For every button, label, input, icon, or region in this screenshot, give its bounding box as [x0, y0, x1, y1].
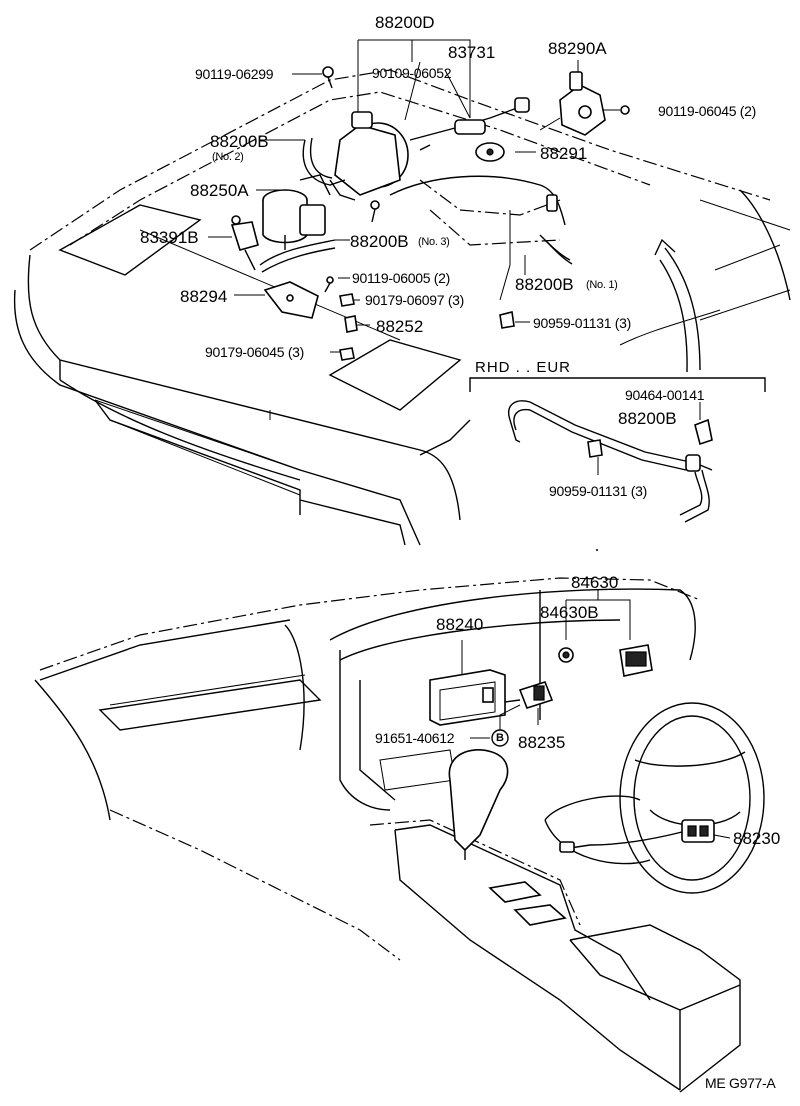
label-88235: 88235 — [518, 733, 566, 752]
hose-88200B-no2 — [302, 137, 346, 186]
label-90179-06097: 90179-06097 (3) — [365, 292, 465, 308]
inset-frame — [469, 377, 766, 392]
switch-83391B — [230, 215, 259, 271]
label-90109-06052: 90109-06052 — [372, 65, 452, 81]
actuator-assembly — [322, 66, 409, 201]
label-88200B-no3: 88200B — [350, 232, 409, 251]
label-91651-40612: 91651-40612 — [375, 730, 455, 746]
part-88291 — [475, 142, 505, 162]
label-88200B-no2: 88200B — [210, 132, 269, 151]
inset-arrow — [654, 238, 701, 373]
bracket-88294 — [263, 276, 334, 319]
label-88250A: 88250A — [190, 181, 249, 200]
clip-91651 — [470, 704, 521, 747]
steering-wheel — [544, 702, 765, 894]
label-88200B-inset: 88200B — [618, 409, 677, 428]
label-84630: 84630 — [571, 573, 619, 592]
label-90119-06005: 90119-06005 (2) — [352, 270, 450, 286]
leader-lines-top — [208, 39, 620, 353]
label-88200D: 88200D — [375, 13, 435, 32]
hose-88200B-no3 — [259, 239, 336, 273]
label-84630B: 84630B — [540, 603, 599, 622]
computer-88240 — [429, 640, 506, 726]
label-83731: 83731 — [448, 43, 496, 62]
label-88294: 88294 — [180, 287, 228, 306]
pump-88250A — [262, 174, 331, 250]
label-88291: 88291 — [540, 144, 588, 163]
footer-code: ME G977-A — [705, 1075, 776, 1091]
sensor-88235 — [504, 681, 554, 725]
label-90959-01131-inset: 90959-01131 (3) — [549, 483, 647, 499]
label-88290A: 88290A — [548, 39, 607, 58]
bracket-88290A — [539, 71, 630, 136]
car-front-body — [13, 69, 791, 546]
label-88230: 88230 — [733, 829, 781, 848]
label-83391B: 83391B — [140, 228, 199, 247]
center-console — [394, 749, 741, 1093]
label-no3: (No. 3) — [418, 236, 450, 248]
main-cable — [389, 175, 573, 265]
label-90119-06045: 90119-06045 (2) — [658, 103, 756, 119]
dashboard-body — [34, 577, 701, 961]
inset-parts — [508, 400, 713, 523]
inset-title: RHD . . EUR — [475, 359, 572, 376]
label-90119-06299: 90119-06299 — [195, 66, 274, 82]
switch-84630 — [558, 590, 653, 677]
cruise-switch-88230 — [559, 819, 731, 853]
label-88240: 88240 — [436, 615, 484, 634]
label-88200B-no1: 88200B — [515, 275, 574, 294]
label-no1: (No. 1) — [586, 279, 618, 291]
label-90464-00141: 90464-00141 — [625, 387, 705, 403]
label-88252: 88252 — [376, 317, 424, 336]
label-90959-01131-main: 90959-01131 (3) — [533, 315, 631, 331]
label-90179-06045: 90179-06045 (3) — [205, 344, 305, 360]
cable-83731 — [409, 97, 530, 151]
label-circle-b: B — [496, 732, 504, 744]
fasteners-small — [339, 200, 515, 361]
label-no2: (No. 2) — [212, 151, 244, 163]
